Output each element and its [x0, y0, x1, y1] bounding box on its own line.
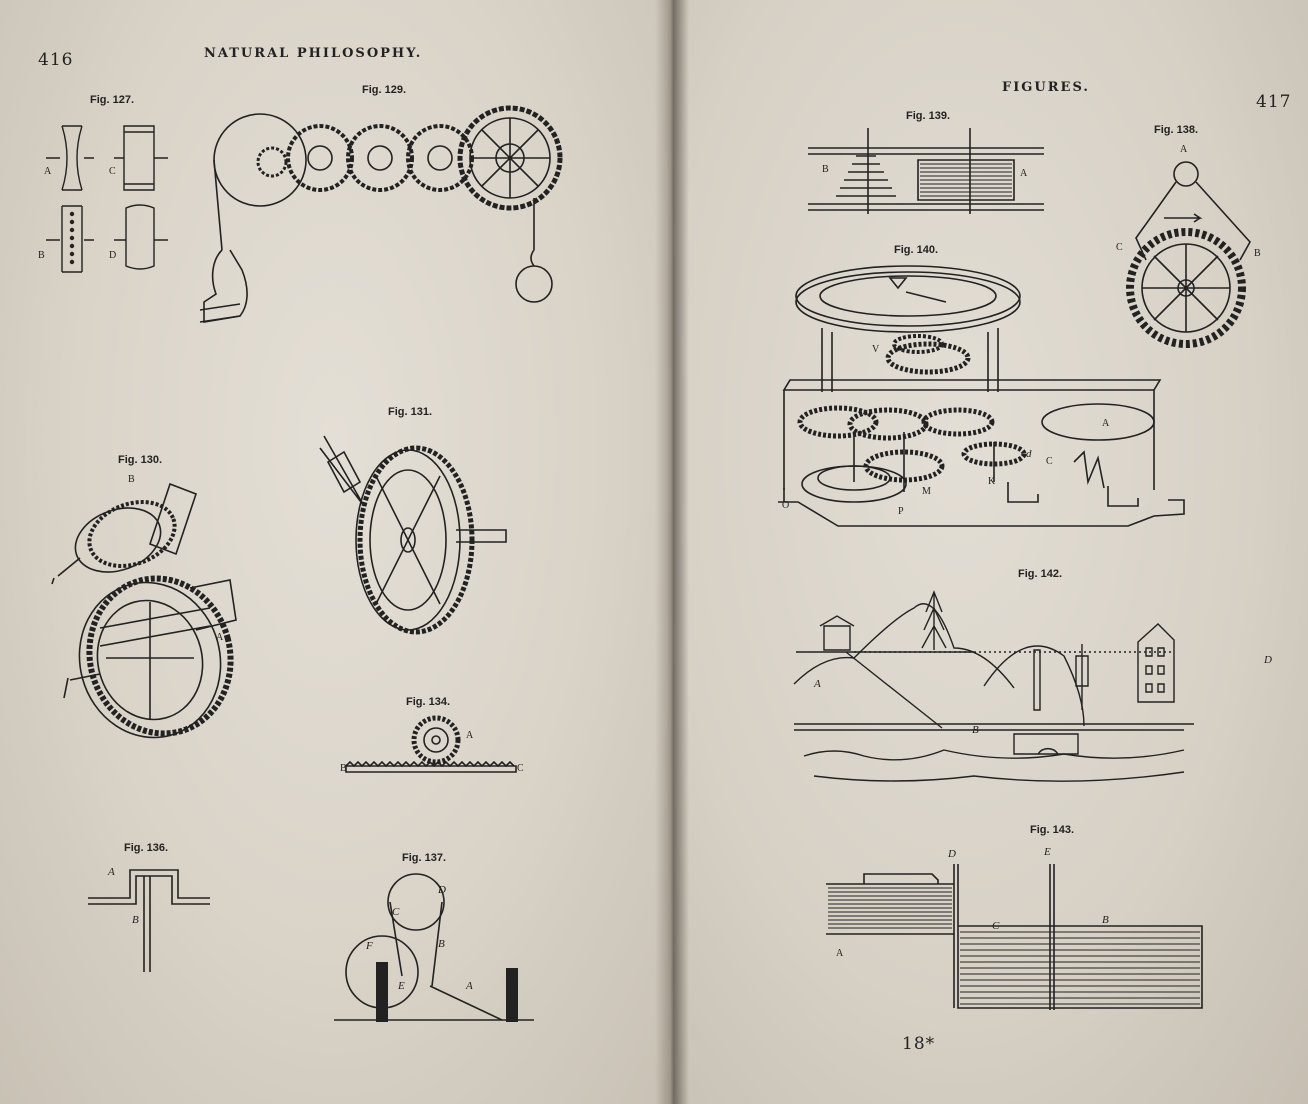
fig131-caption: Fig. 131.: [388, 406, 433, 418]
fig140-label-o: O: [782, 500, 790, 511]
fig143-caption: Fig. 143.: [1030, 824, 1075, 836]
right-page: FIGURES. 417 Fig. 139. B A Fig. 138.: [674, 0, 1308, 1104]
fig134-rack-and-pinion: [340, 716, 520, 776]
fig140-label-v: V: [872, 344, 880, 355]
fig140-label-d: d: [1026, 448, 1032, 460]
left-page: 416 NATURAL PHILOSOPHY. Fig. 127. A: [0, 0, 668, 1104]
fig137-caption: Fig. 137.: [402, 852, 447, 864]
fig136-crank-diagram: [84, 860, 224, 975]
fig142-label-d: D: [1264, 654, 1272, 666]
fig127-label-a: A: [44, 166, 52, 177]
fig136-label-b: B: [132, 914, 139, 926]
fig134-label-a: A: [466, 730, 474, 741]
fig127-label-d: D: [109, 250, 117, 261]
fig140-clockwork: [778, 262, 1178, 532]
fig130-crown-wheel: [40, 478, 250, 738]
fig143-label-a: A: [836, 948, 844, 959]
fig143-label-b: B: [1102, 914, 1109, 926]
book-gutter: [655, 0, 689, 1104]
fig138-label-a: A: [1180, 144, 1188, 155]
fig138-label-b: B: [1254, 248, 1261, 259]
fig137-label-b: B: [438, 938, 445, 950]
fig140-label-p: P: [898, 506, 904, 517]
fig140-label-k: K: [988, 476, 996, 487]
left-page-number: 416: [38, 50, 74, 70]
fig137-label-c: C: [392, 906, 400, 918]
fig134-caption: Fig. 134.: [406, 696, 451, 708]
right-page-number: 417: [1256, 92, 1292, 112]
fig140-label-m: M: [922, 486, 931, 497]
fig127-caption: Fig. 127.: [90, 94, 135, 106]
fig138-escapement: [1124, 148, 1274, 358]
fig136-label-a: A: [108, 866, 115, 878]
fig127-pulley-shapes: [40, 118, 180, 278]
fig136-caption: Fig. 136.: [124, 842, 169, 854]
fig130-caption: Fig. 130.: [118, 454, 163, 466]
fig142-landscape-levelling: [794, 586, 1194, 794]
fig139-label-a: A: [1020, 168, 1028, 179]
fig140-caption: Fig. 140.: [894, 244, 939, 256]
fig140-label-c: C: [1046, 456, 1053, 467]
fig142-label-a: A: [814, 678, 821, 690]
fig137-label-f: F: [366, 940, 373, 952]
fig137-treadle-diagram: [334, 870, 534, 1022]
fig131-wheel-and-pinion: [316, 430, 516, 635]
fig140-label-a: A: [1102, 418, 1110, 429]
fig143-label-e: E: [1044, 846, 1051, 858]
fig139-label-b: B: [822, 164, 829, 175]
fig142-caption: Fig. 142.: [1018, 568, 1063, 580]
fig138-caption: Fig. 138.: [1154, 124, 1199, 136]
fig130-label-b: B: [128, 474, 135, 485]
fig134-label-b: B: [340, 763, 347, 774]
fig129-gear-train: [200, 100, 580, 345]
signature-mark: 18*: [902, 1034, 936, 1054]
fig127-label-b: B: [38, 250, 45, 261]
fig139-caption: Fig. 139.: [906, 110, 951, 122]
fig139-fusee-diagram: [806, 126, 1046, 218]
fig143-label-d: D: [948, 848, 956, 860]
fig137-label-a: A: [466, 980, 473, 992]
fig130-label-a: A: [216, 632, 224, 643]
fig137-label-d: D: [438, 884, 446, 896]
fig127-label-c: C: [109, 166, 116, 177]
fig129-caption: Fig. 129.: [362, 84, 407, 96]
fig137-label-e: E: [398, 980, 405, 992]
fig143-canal-lock: [824, 848, 1224, 1018]
fig134-label-c: C: [517, 763, 524, 774]
fig138-label-c: C: [1116, 242, 1123, 253]
right-running-head: FIGURES.: [1002, 80, 1090, 95]
left-running-head: NATURAL PHILOSOPHY.: [204, 46, 423, 61]
fig143-label-c: C: [992, 920, 1000, 932]
fig142-label-b: B: [972, 724, 979, 736]
